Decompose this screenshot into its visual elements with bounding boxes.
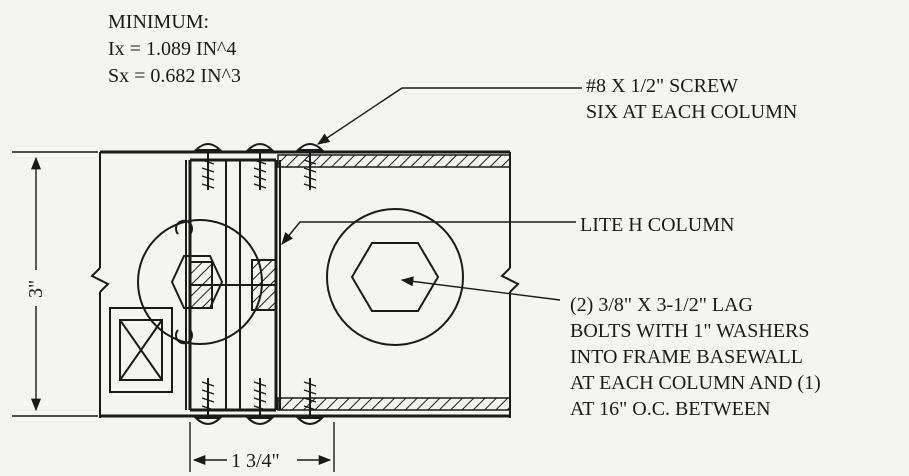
lite-h-column xyxy=(185,158,281,412)
screw-callout-line2: SIX AT EACH COLUMN xyxy=(586,101,797,123)
properties-heading: MINIMUM: xyxy=(108,11,209,33)
height-dimension-label: 3" xyxy=(25,280,47,298)
right-lag-bolt xyxy=(326,208,464,346)
bolt-callout-line5: AT 16" O.C. BETWEEN xyxy=(570,398,771,420)
bolt-callout-line4: AT EACH COLUMN AND (1) xyxy=(570,372,821,394)
leader-lines xyxy=(281,87,582,301)
hatched-bottom-plate xyxy=(277,397,511,411)
screw-callout-line1: #8 X 1/2" SCREW xyxy=(586,75,738,97)
hatched-top-plate xyxy=(277,154,511,168)
width-dimension: 1 3/4" xyxy=(189,422,335,472)
bottom-screws xyxy=(193,378,325,425)
section-modulus-label: Sx = 0.682 IN^3 xyxy=(108,65,241,87)
frame-basewall xyxy=(90,150,520,418)
moment-of-inertia-label: Ix = 1.089 IN^4 xyxy=(108,38,236,60)
bolt-callout-line2: BOLTS WITH 1" WASHERS xyxy=(570,320,810,342)
width-dimension-label: 1 3/4" xyxy=(231,450,280,472)
bolt-callout-line1: (2) 3/8" X 3-1/2" LAG xyxy=(570,294,753,316)
height-dimension: 3" xyxy=(12,151,98,417)
top-screws xyxy=(193,143,325,190)
left-lag-bolt xyxy=(137,219,263,345)
wood-blocking xyxy=(109,307,173,393)
bolt-callout-line3: INTO FRAME BASEWALL xyxy=(570,346,803,368)
column-callout: LITE H COLUMN xyxy=(580,214,734,236)
